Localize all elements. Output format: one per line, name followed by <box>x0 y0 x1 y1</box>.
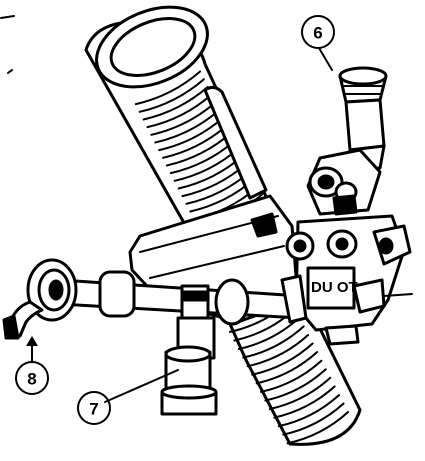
svg-text:8: 8 <box>27 370 36 389</box>
gauge-markings: DU OT <box>311 279 358 296</box>
callout-6: 6 <box>302 16 334 48</box>
sight-unit: DU OT <box>282 68 412 344</box>
svg-text:6: 6 <box>313 24 322 43</box>
svg-text:7: 7 <box>89 400 98 419</box>
callout-7: 7 <box>78 392 110 424</box>
margin-marks <box>1 16 14 73</box>
callout-8: 8 <box>16 362 48 394</box>
